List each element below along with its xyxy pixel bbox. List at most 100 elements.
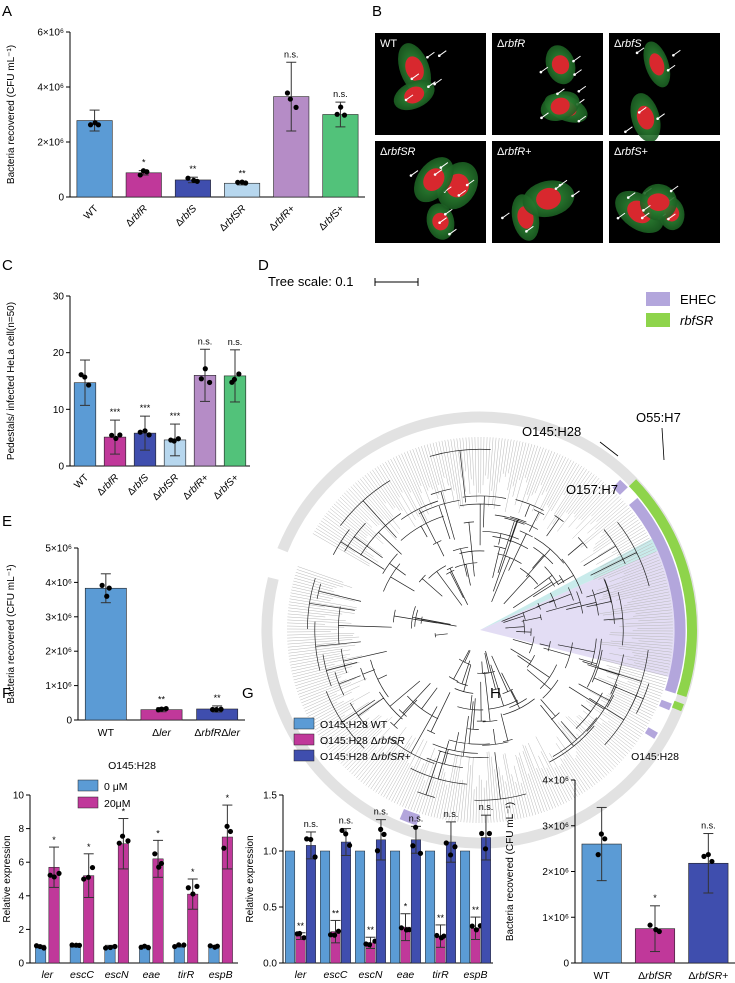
significance-label-H: n.s.: [701, 821, 716, 831]
x-tick-label-E: WT: [98, 727, 115, 739]
pedestal-marker: [666, 68, 670, 72]
significance-label-G: **: [437, 913, 445, 923]
data-point-F: [47, 872, 53, 878]
arrow-icon: [670, 185, 679, 192]
significance-label-F: *: [52, 835, 56, 845]
arrow-icon: [578, 85, 587, 92]
arrow-icon: [673, 49, 681, 56]
data-point-G: [410, 843, 416, 849]
significance-label-F: *: [87, 842, 91, 852]
rbfsr-ring-segment: [628, 479, 697, 698]
data-point-A: [137, 172, 143, 178]
data-point-G: [469, 923, 475, 929]
y-tick-label-F: 8: [18, 824, 24, 835]
significance-label-G: n.s.: [409, 813, 424, 823]
data-point-F: [185, 885, 191, 891]
data-point-A: [284, 90, 291, 96]
pedestal-marker: [667, 217, 670, 221]
data-point-C: [113, 435, 119, 441]
pedestal-marker: [577, 119, 581, 123]
data-point-G: [417, 850, 424, 856]
legend-label-F: 20μM: [104, 798, 130, 810]
clade-label-o157: O157:H7: [566, 482, 618, 497]
data-point-E: [106, 585, 112, 591]
micrograph-label-5: ΔrbfS+: [614, 146, 648, 158]
bar-G: [460, 850, 471, 964]
significance-label-F: *: [226, 793, 230, 803]
arrow-icon: [440, 162, 449, 168]
data-point-F: [158, 860, 165, 867]
y-axis-label-E: Bacteria recovered (CFU mL⁻¹): [6, 564, 17, 703]
data-point-G: [327, 932, 334, 938]
panel-letter-d: D: [258, 257, 269, 274]
chart-title-F: O145:H28: [108, 760, 156, 772]
data-point-A: [243, 180, 249, 186]
significance-label-E: **: [214, 693, 222, 703]
legend-swatch-G: [293, 749, 315, 762]
bar-G: [285, 850, 296, 964]
arrow-icon: [541, 112, 549, 119]
data-point-F: [81, 876, 87, 882]
data-point-G: [378, 826, 384, 832]
data-point-H: [598, 831, 604, 837]
data-point-F: [76, 942, 83, 948]
x-tick-label-A: WT: [82, 203, 101, 222]
bar-A-0: [76, 120, 113, 198]
y-tick-label-F: 4: [18, 891, 24, 902]
y-tick-label-C: 10: [53, 405, 65, 416]
data-point-F: [227, 828, 234, 835]
legend-label-G: O145:H28 ΔrbfSR+: [320, 751, 411, 763]
data-point-C: [198, 376, 204, 382]
data-point-H: [647, 922, 653, 928]
data-point-F: [145, 945, 151, 951]
significance-label-F: *: [156, 828, 160, 838]
data-point-F: [119, 833, 126, 839]
x-tick-label-F: espB: [209, 969, 233, 981]
micrograph-label-3: ΔrbfSR: [380, 146, 416, 158]
data-point-C: [109, 432, 115, 438]
cell-nucleus: [647, 193, 670, 211]
arrow-icon: [405, 94, 414, 101]
pedestal-marker: [635, 51, 639, 55]
x-tick-label-E: ΔrbfRΔler: [194, 727, 240, 739]
significance-label-G: *: [404, 902, 408, 912]
cell-nucleus: [536, 187, 561, 210]
significance-label-C: n.s.: [228, 337, 243, 347]
data-point-G: [343, 831, 349, 837]
y-tick-label-A: 6×10⁶: [37, 28, 64, 39]
arrow-icon: [657, 113, 665, 120]
bar-G: [390, 850, 401, 964]
data-point-G: [304, 836, 310, 842]
data-point-A: [334, 111, 340, 117]
panel-letter-b: B: [372, 3, 382, 20]
clade-wedge-o145: [480, 538, 659, 630]
pedestal-marker: [433, 82, 436, 86]
pedestal-marker: [624, 130, 627, 134]
y-tick-label-H: 3×10⁶: [542, 821, 569, 832]
ehec-ring-segment: [628, 497, 686, 694]
pedestal-marker: [465, 183, 469, 187]
data-point-F: [116, 840, 122, 846]
tree-body: [261, 411, 699, 849]
pedestal-marker: [438, 221, 441, 224]
data-point-C: [236, 371, 242, 377]
pedestal-marker: [501, 216, 504, 220]
x-tick-label-G: escC: [324, 969, 348, 981]
data-point-G: [413, 824, 419, 830]
significance-label-F: *: [122, 807, 126, 817]
y-tick-label-A: 2×10⁶: [37, 138, 64, 149]
chart-title-H: O145:H28: [631, 751, 679, 763]
data-point-F: [41, 945, 47, 951]
pedestal-marker: [669, 189, 673, 193]
y-tick-label-C: 0: [58, 462, 64, 473]
data-point-C: [206, 379, 213, 386]
arrow-icon: [641, 212, 650, 219]
data-point-H: [705, 851, 711, 858]
micrograph-label-0: WT: [380, 38, 397, 50]
data-point-G: [366, 942, 373, 948]
bar-G: [355, 850, 366, 964]
panel-letter-f: F: [2, 685, 11, 702]
